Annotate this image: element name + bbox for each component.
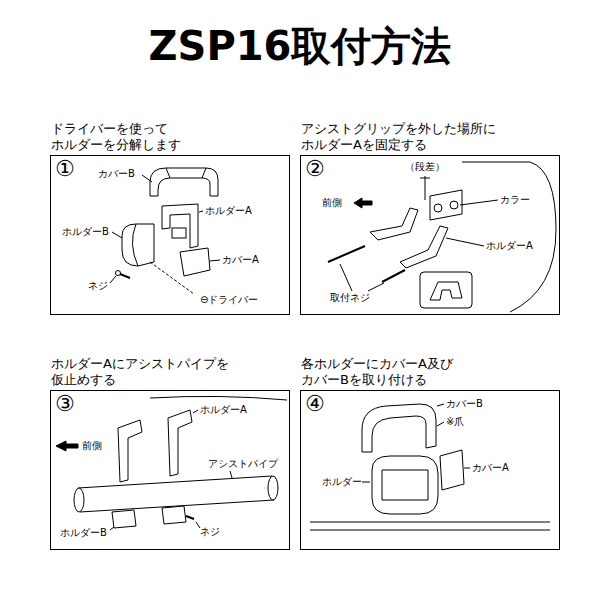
step-mark [420,176,430,200]
holder [372,456,438,514]
step-heading: ホルダーAにアシストパイプを 仮止めする [51,356,291,389]
step-number: ④ [305,392,325,416]
step-panel: ホルダーAにアシストパイプを 仮止めする③ [50,390,290,550]
part-label: ネジ [88,280,108,292]
part-label: 前側 [82,440,102,452]
step-panel: 各ホルダーにカバーA及び カバーBを取り付ける④ [300,390,560,550]
screw [186,516,194,519]
inset [420,272,472,308]
inset-holder [430,282,462,300]
front-arrow [354,198,372,208]
holder-b-edge [132,224,138,266]
step-heading: 各ホルダーにカバーA及び カバーBを取り付ける [301,356,541,389]
screw [120,274,130,278]
pipe-end [74,488,84,512]
holder-a [162,204,198,248]
screwdriver [150,262,194,294]
leader-line [110,410,232,530]
cover-b [362,404,436,452]
holder-a [118,420,142,482]
holder-a-tab [172,228,186,238]
holder-a [400,226,448,268]
step3-art [56,396,287,530]
part-label: アシストパイプ [208,458,278,470]
step1-art [110,168,220,294]
ground [310,522,550,530]
part-label: ホルダーB [62,226,109,238]
collar [434,204,442,212]
part-label: ホルダーA [486,240,533,252]
part-label: ⊖ドライバー [200,294,258,306]
car-body [462,162,556,312]
part-label: （段差） [405,161,445,173]
cover-b-edge [166,168,206,178]
cover-a [440,450,464,490]
part-label: カバーA [222,254,259,266]
mount-plate [430,190,462,220]
step-panel: アシストグリップを外した場所に ホルダーAを固定する② [300,155,560,315]
step-heading: ドライバーを使って ホルダーを分解します [51,121,291,154]
part-label: ホルダーA [205,205,252,217]
holder-a [370,208,418,240]
leader-line [362,404,470,482]
diagram-title: ZSP16取付方法 [149,22,452,70]
step2-art [328,162,556,312]
part-label: ホルダーB [60,527,107,539]
cover-a [180,248,210,276]
step-panel: ドライバーを使って ホルダーを分解します① [50,155,290,315]
part-label: カラー [500,194,530,206]
holder-b [112,510,136,528]
holder-a [168,410,192,476]
leader-line [340,200,498,291]
part-label: カバーB [98,168,135,180]
step-number: ③ [55,392,75,416]
holder-b [122,224,154,266]
part-label: カバーA [472,462,509,474]
leader-line [110,175,220,283]
part-label: ホルダーA [200,404,247,416]
screw [328,246,405,282]
collar [450,201,458,209]
pipe-end [268,476,278,500]
step4-art [310,404,550,530]
part-label: 取付ネジ [330,292,370,304]
part-label: ホルダー [322,476,362,488]
part-label: カバーB [446,398,483,410]
holder-inner [382,470,428,500]
part-label: ※爪 [446,416,464,428]
cover-b [150,168,218,196]
part-label: 前側 [322,197,342,209]
holder-b [162,506,186,524]
car-body [150,396,287,400]
part-label: ネジ [200,526,220,538]
step-number: ② [305,157,325,181]
step-number: ① [55,157,75,181]
front-arrow [56,441,78,451]
step-heading: アシストグリップを外した場所に ホルダーAを固定する [301,121,541,154]
